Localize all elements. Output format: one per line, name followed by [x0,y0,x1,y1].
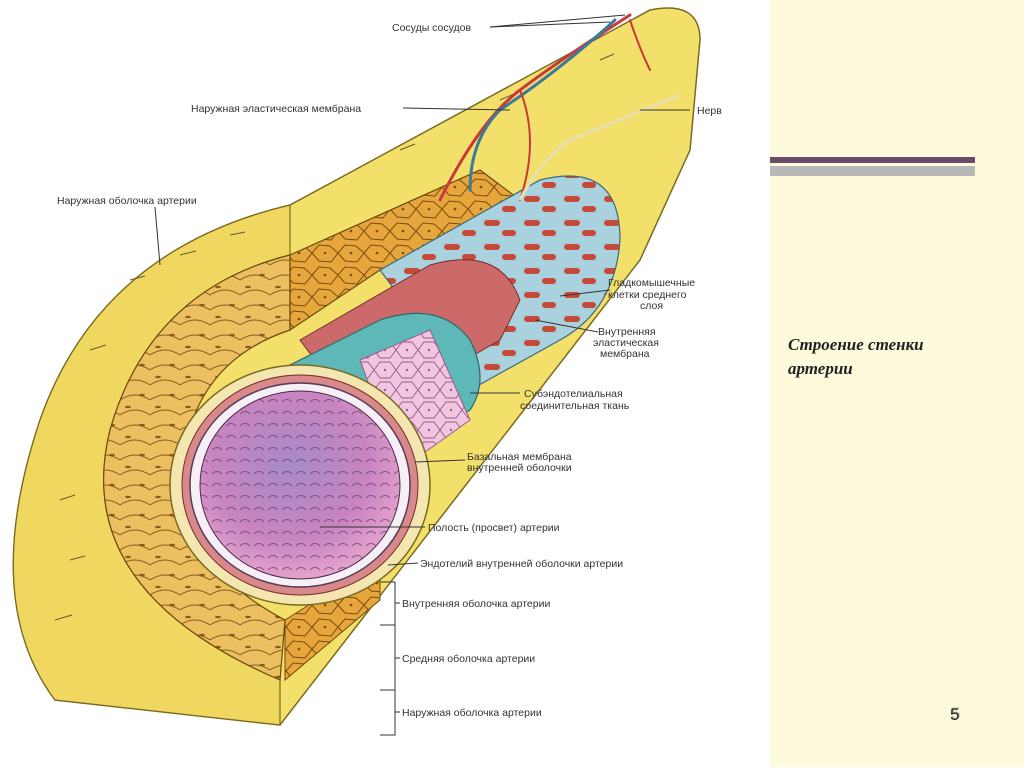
label-subendothelial-2: соединительная ткань [520,400,630,412]
slide-title: Строение стенки артерии [788,335,924,378]
leader-lines [154,14,690,736]
label-external-elastic-membrane: Наружная эластическая мембрана [191,103,361,115]
label-tunica-media: Средняя оболочка артерии [402,653,535,665]
side-panel: Строение стенки артерии 5 5 [770,0,1024,767]
artery-wall-diagram: Сосуды сосудов Наружная эластическая мем… [12,7,722,736]
label-tunica-externa-top: Наружная оболочка артерии [57,195,197,207]
label-endothelium: Эндотелий внутренней оболочки артерии [420,558,623,570]
label-lumen: Полость (просвет) артерии [428,522,560,534]
divider-dark [770,157,975,163]
vasa-vasorum [438,13,651,202]
label-tunica-intima: Внутренняя оболочка артерии [402,598,550,610]
page-number: 5 [950,705,960,724]
divider-light [770,166,975,176]
label-tunica-externa-bottom: Наружная оболочка артерии [402,707,542,719]
label-internal-elastic-1: Внутренняя [598,326,656,338]
label-smooth-muscle-3: слоя [640,300,663,312]
label-vasa-vasorum: Сосуды сосудов [392,22,471,34]
label-internal-elastic-3: мембрана [600,348,650,360]
label-smooth-muscle-2: клетки среднего [608,289,687,301]
label-basement-1: Базальная мембрана [467,451,572,463]
lumen-cells [200,391,400,579]
label-internal-elastic-2: эластическая [593,337,659,349]
artery-diagram-area: Сосуды сосудов Наружная эластическая мем… [12,7,723,736]
label-smooth-muscle-1: Гладкомышечные [608,277,695,289]
label-basement-2: внутренней оболочки [467,462,572,474]
label-subendothelial-1: Субэндотелиальная [524,388,623,400]
adventitia-texture [54,53,615,621]
nerve [518,93,681,201]
label-nerve: Нерв [697,105,722,117]
page-number-shadow: 5 [951,704,961,723]
